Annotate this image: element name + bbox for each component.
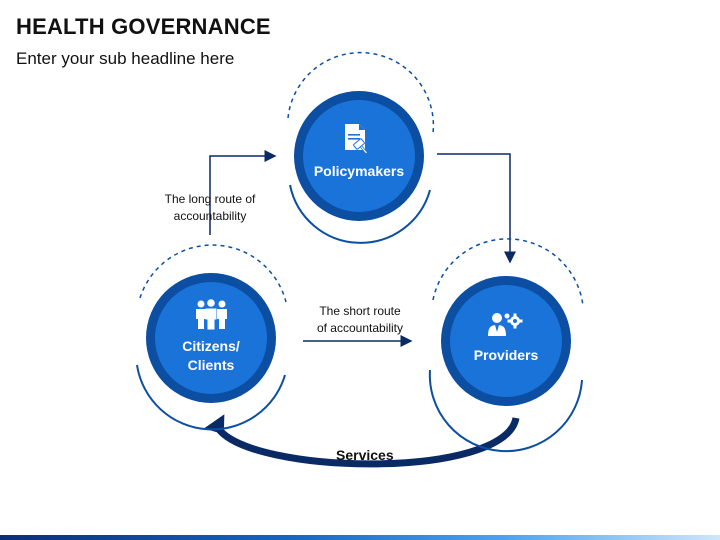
- policymakers-to-providers-arrow: [437, 153, 516, 264]
- footer-bar: [0, 535, 720, 540]
- person-gear-icon: [488, 313, 523, 336]
- providers-label: Providers: [473, 347, 539, 363]
- policymakers-label: Policymakers: [313, 163, 405, 179]
- policymakers-node: [287, 51, 435, 244]
- people-group-icon: [196, 299, 227, 330]
- long-route-label: The long route of accountability: [164, 192, 256, 223]
- page-title: HEALTH GOVERNANCE: [16, 14, 271, 39]
- long-route-arrow: [209, 150, 277, 235]
- document-gavel-icon: [345, 124, 369, 155]
- citizens-node: [136, 244, 287, 431]
- services-label: Services: [336, 447, 394, 463]
- services-arrow: [215, 416, 520, 468]
- citizens-label: Citizens/ Clients: [182, 338, 240, 373]
- short-route-label: The short route of accountability: [316, 304, 404, 335]
- providers-node: [428, 238, 584, 453]
- page-subtitle: Enter your sub headline here: [16, 49, 235, 68]
